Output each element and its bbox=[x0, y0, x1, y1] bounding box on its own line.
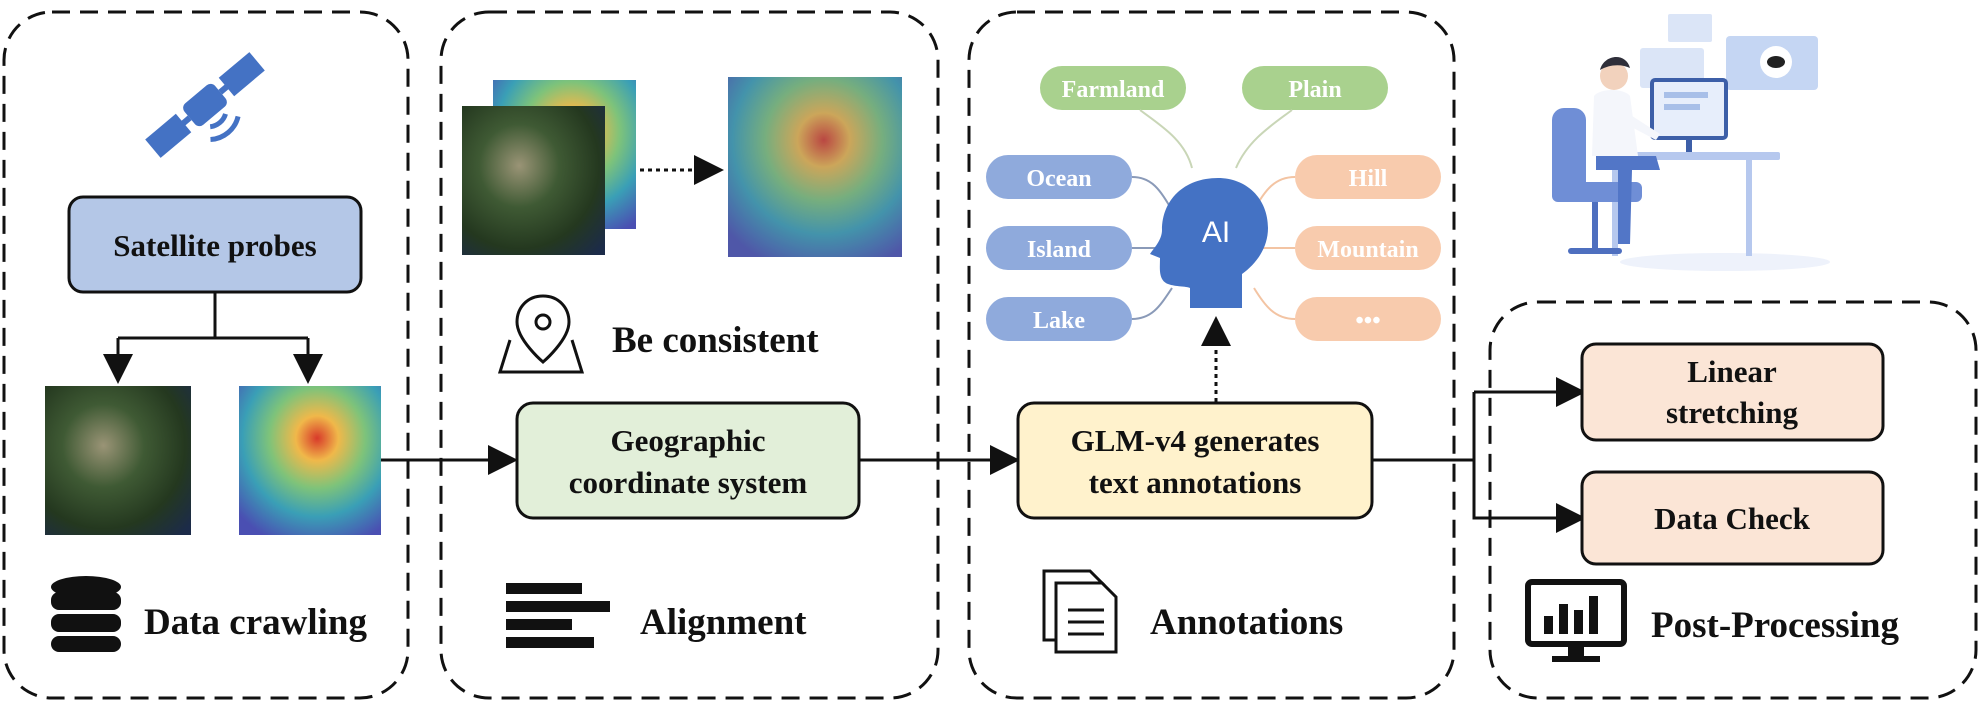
connector-to-post bbox=[1372, 392, 1476, 462]
panel-border bbox=[967, 10, 1456, 700]
tag-mountain bbox=[1295, 226, 1441, 270]
geographic-coordinate-box bbox=[515, 401, 861, 520]
footer-data-crawling: Data crawling bbox=[144, 602, 367, 643]
panel-annotations: Farmland Plain Ocean Island Lake Hill Mo… bbox=[967, 10, 1456, 700]
satellite-icon bbox=[145, 52, 265, 158]
documents-icon bbox=[1042, 569, 1118, 654]
tag-more bbox=[1295, 297, 1441, 341]
linear-stretching-line-1: Linear bbox=[1687, 354, 1777, 389]
footer-post-processing: Post-Processing bbox=[1651, 605, 1899, 646]
tag-ocean bbox=[986, 155, 1132, 199]
tag-lake bbox=[986, 297, 1132, 341]
tag-island-label: Island bbox=[1027, 237, 1092, 263]
tag-more-label: ••• bbox=[1355, 308, 1380, 334]
linear-stretching-line-2: stretching bbox=[1666, 395, 1799, 430]
tag-lake-label: Lake bbox=[1033, 308, 1085, 334]
glm-box-line-2: text annotations bbox=[1089, 465, 1302, 500]
ai-head-icon: AI bbox=[1150, 178, 1268, 308]
satellite-image-front bbox=[462, 106, 605, 255]
database-icon bbox=[51, 576, 121, 652]
branch-connector bbox=[118, 292, 308, 340]
glm-box-line-1: GLM-v4 generates bbox=[1071, 423, 1320, 458]
geo-box-line-1: Geographic bbox=[611, 423, 766, 458]
panel-data-crawling: Satellite probes Data crawling bbox=[2, 10, 410, 700]
glm-annotation-box bbox=[1016, 401, 1374, 520]
footer-annotations: Annotations bbox=[1150, 602, 1343, 643]
tag-farmland-label: Farmland bbox=[1062, 77, 1165, 103]
panel-alignment: Be consistent Geographic coordinate syst… bbox=[439, 10, 940, 700]
satellite-probes-label: Satellite probes bbox=[113, 228, 317, 263]
aligned-image bbox=[728, 77, 902, 257]
panel-post-processing: Linear stretching Data Check Post-Proces… bbox=[1488, 300, 1978, 700]
panel-border bbox=[439, 10, 940, 700]
monitor-chart-icon bbox=[1525, 579, 1627, 662]
data-check-label: Data Check bbox=[1654, 501, 1811, 536]
ai-label: AI bbox=[1202, 216, 1230, 249]
tag-plain bbox=[1242, 66, 1388, 110]
tag-hill bbox=[1295, 155, 1441, 199]
footer-alignment: Alignment bbox=[640, 602, 807, 643]
map-pin-icon bbox=[497, 294, 585, 374]
align-lines-icon bbox=[506, 583, 610, 648]
data-check-box bbox=[1580, 470, 1885, 566]
linear-stretching-box bbox=[1580, 342, 1885, 442]
aligned-image-overlay bbox=[728, 77, 902, 257]
tag-ocean-label: Ocean bbox=[1026, 166, 1091, 192]
satellite-image-thumbnail bbox=[45, 386, 191, 535]
arrow-to-data-check bbox=[1472, 460, 1586, 533]
be-consistent-label: Be consistent bbox=[612, 320, 819, 361]
tag-hill-label: Hill bbox=[1349, 166, 1388, 192]
tag-connectors-top bbox=[1139, 109, 1293, 169]
geo-box-line-2: coordinate system bbox=[569, 465, 808, 500]
dem-image-thumbnail bbox=[239, 386, 381, 535]
tag-farmland bbox=[1040, 66, 1186, 110]
panel-border bbox=[2, 10, 410, 700]
tag-island bbox=[986, 226, 1132, 270]
person-at-desk-illustration bbox=[1552, 14, 1830, 271]
tag-mountain-label: Mountain bbox=[1317, 237, 1418, 263]
tag-plain-label: Plain bbox=[1288, 77, 1341, 103]
